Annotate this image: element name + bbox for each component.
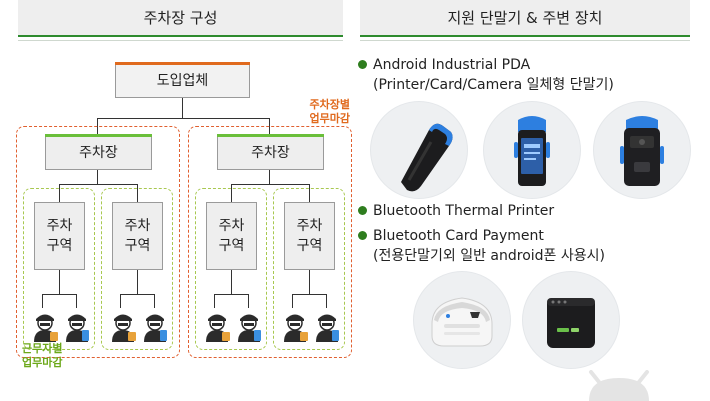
- connector: [214, 294, 248, 295]
- lot-accent-bar: [45, 134, 152, 137]
- connector: [292, 294, 293, 308]
- connector: [120, 294, 121, 308]
- connector: [214, 294, 215, 308]
- zone-group-4: [273, 188, 345, 350]
- lot-group-left: [16, 126, 180, 358]
- connector: [42, 294, 43, 308]
- connector: [231, 270, 232, 294]
- pda-handheld-icon: [401, 123, 453, 192]
- connector: [42, 294, 76, 295]
- card-bullet: Bluetooth Card Payment: [358, 227, 544, 245]
- connector: [97, 118, 269, 119]
- pda-device-image-1: [371, 102, 467, 198]
- connector: [309, 184, 310, 202]
- connector: [137, 270, 138, 294]
- connector: [120, 294, 154, 295]
- connector: [292, 294, 326, 295]
- printer-bullet: Bluetooth Thermal Printer: [358, 202, 554, 220]
- card-reader-icon: [547, 298, 595, 348]
- parking-zone-label: 주차 구역: [46, 218, 73, 254]
- connector: [76, 294, 77, 308]
- connector: [309, 270, 310, 294]
- connector: [137, 184, 138, 202]
- left-header-title: 주차장 구성: [143, 9, 218, 27]
- pda-device-image-2: [484, 102, 580, 198]
- left-header-underline: [18, 40, 343, 41]
- right-header-underline: [360, 40, 690, 41]
- connector: [59, 184, 60, 202]
- parking-lot-box-2: 주차장: [217, 134, 324, 170]
- lot-close-label: 주차장별 업무마감: [309, 98, 350, 125]
- connector: [59, 184, 137, 185]
- worker-icon: [316, 314, 339, 342]
- connector: [182, 98, 183, 118]
- printer-device-image: [414, 272, 510, 368]
- worker-icon: [34, 314, 58, 342]
- android-logo-icon: [589, 370, 649, 401]
- root-company-label: 도입업체: [156, 73, 209, 89]
- worker-icon: [206, 314, 230, 342]
- parking-zone-box-1: 주차 구역: [34, 202, 85, 270]
- card-reader-device-image: [523, 272, 619, 368]
- pda-back-icon: [620, 116, 664, 186]
- zone-group-3: [195, 188, 267, 350]
- connector: [231, 184, 309, 185]
- lot-accent-bar: [217, 134, 324, 137]
- parking-zone-box-2: 주차 구역: [112, 202, 163, 270]
- parking-zone-label: 주차 구역: [218, 218, 245, 254]
- bullet-dot-icon: [358, 206, 367, 215]
- root-accent-bar: [115, 62, 250, 65]
- shift-close-label: 근무자별 업무마감: [22, 342, 63, 369]
- worker-icon: [66, 314, 89, 342]
- pda-title: Android Industrial PDA: [373, 57, 531, 73]
- connector: [59, 270, 60, 294]
- parking-zone-label: 주차 구역: [124, 218, 151, 254]
- connector: [248, 294, 249, 308]
- worker-icon: [284, 314, 308, 342]
- bullet-dot-icon: [358, 60, 367, 69]
- lot-group-right: [188, 126, 352, 358]
- parking-lot-label: 주차장: [79, 145, 118, 161]
- parking-lot-box-1: 주차장: [45, 134, 152, 170]
- right-header-title: 지원 단말기 & 주변 장치: [447, 9, 603, 27]
- parking-lot-label: 주차장: [251, 145, 290, 161]
- bullet-dot-icon: [358, 231, 367, 240]
- parking-zone-label: 주차 구역: [296, 218, 323, 254]
- connector: [154, 294, 155, 308]
- worker-icon: [112, 314, 136, 342]
- worker-icon: [144, 314, 167, 342]
- zone-group-2: [101, 188, 173, 350]
- parking-zone-box-3: 주차 구역: [206, 202, 257, 270]
- card-subtitle: (전용단말기외 일반 android폰 사용시): [373, 248, 605, 264]
- connector: [269, 170, 270, 184]
- parking-zone-box-4: 주차 구역: [284, 202, 335, 270]
- thermal-printer-icon: [431, 297, 493, 347]
- zone-group-1: [23, 188, 95, 350]
- connector: [326, 294, 327, 308]
- printer-title: Bluetooth Thermal Printer: [373, 203, 555, 219]
- connector: [97, 170, 98, 184]
- pda-front-icon: [514, 116, 550, 186]
- worker-icon: [238, 314, 261, 342]
- pda-bullet: Android Industrial PDA: [358, 56, 530, 74]
- right-section-header: 지원 단말기 & 주변 장치: [360, 0, 690, 37]
- root-company-box: 도입업체: [115, 62, 250, 98]
- left-section-header: 주차장 구성: [18, 0, 343, 37]
- connector: [231, 184, 232, 202]
- pda-subtitle: (Printer/Card/Camera 일체형 단말기): [373, 77, 614, 93]
- card-title: Bluetooth Card Payment: [373, 228, 544, 244]
- pda-device-image-3: [594, 102, 690, 198]
